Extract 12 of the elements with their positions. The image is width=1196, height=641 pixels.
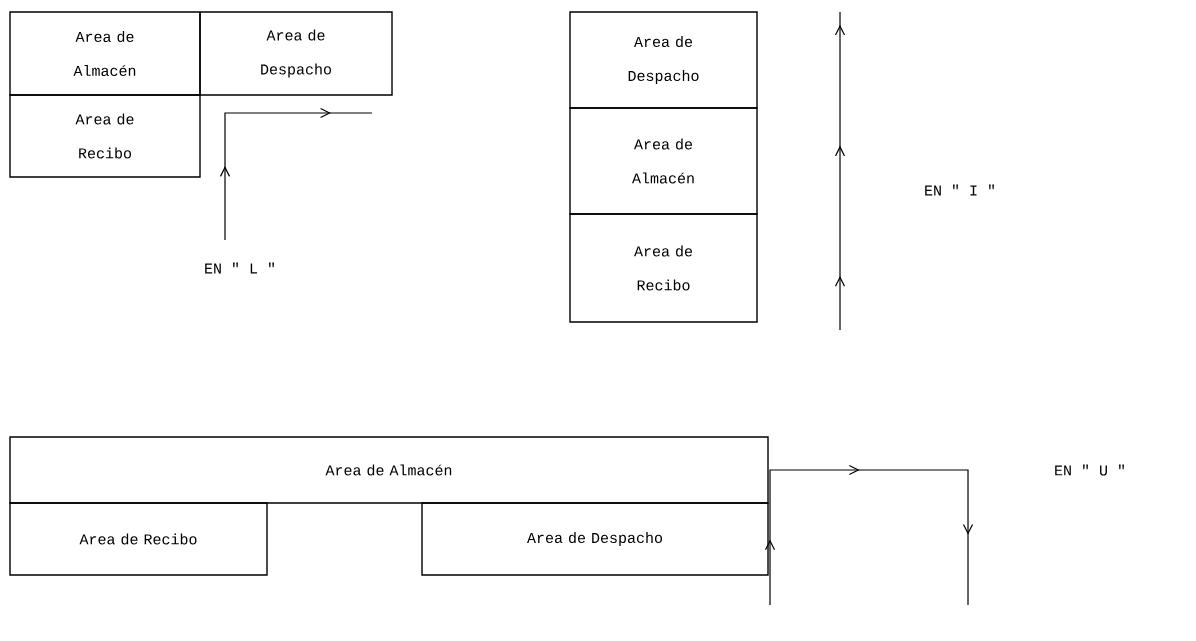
area-box: Area de Despacho <box>569 11 758 109</box>
area-box: Area de Despacho <box>199 11 393 96</box>
diagram-label: EN " U " <box>1055 464 1124 476</box>
diagram-label: EN " L " <box>205 262 274 274</box>
area-box: Area de Almacén <box>9 11 201 96</box>
area-box: Area de Despacho <box>421 502 769 576</box>
area-box: Area de Almacén <box>569 107 758 215</box>
area-box: Area de Almacén <box>9 436 769 504</box>
area-box: Area de Recibo <box>9 94 201 178</box>
area-box: Area de Recibo <box>9 502 268 576</box>
diagram-label: EN " I " <box>925 184 994 196</box>
area-box: Area de Recibo <box>569 213 758 323</box>
